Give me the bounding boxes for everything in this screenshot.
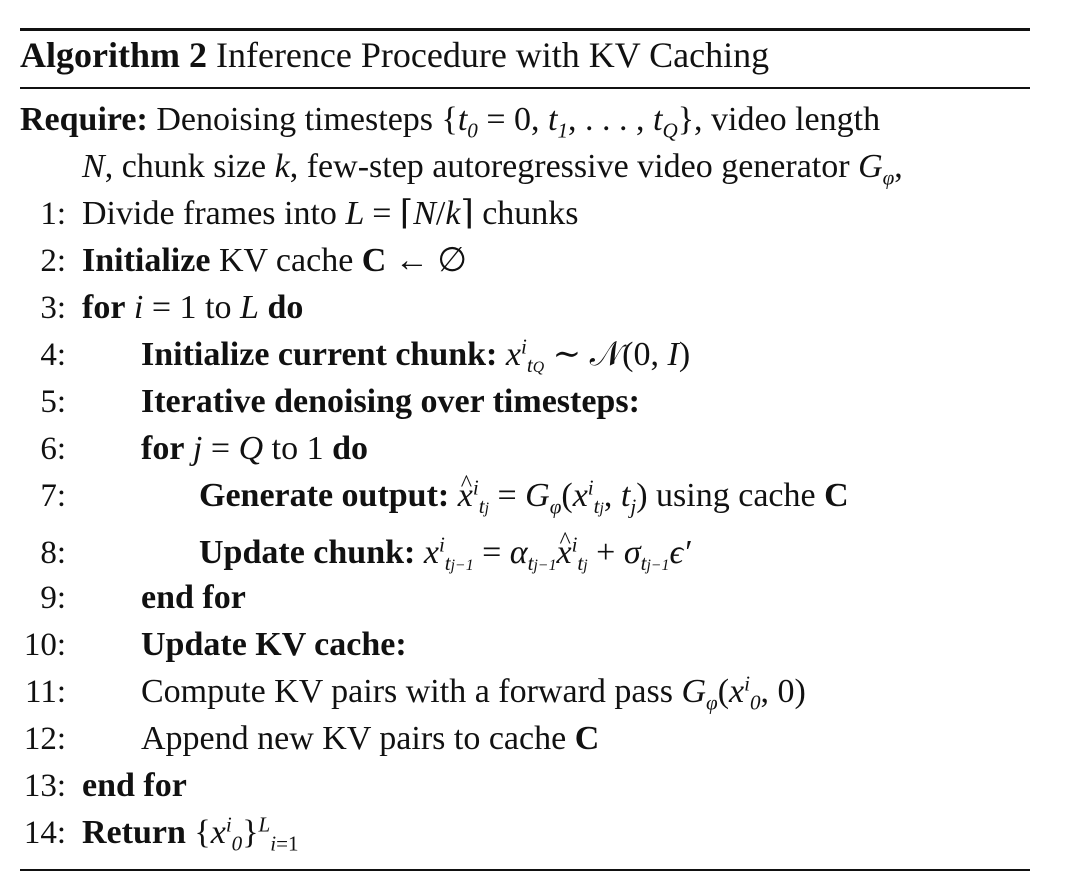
line-number: 2: <box>40 243 66 279</box>
line-number: 4: <box>40 337 66 373</box>
line-number: 10: <box>23 627 66 663</box>
require-text-1b: , video length <box>694 101 881 138</box>
line-6-keyword: for <box>141 430 185 467</box>
cache-symbol: C <box>824 477 849 514</box>
line-5-keyword: Iterative denoising over timesteps: <box>141 383 640 420</box>
title-rule <box>20 87 1030 89</box>
generate-output-math: xitj = Gφ(xitj, tj) <box>458 461 648 517</box>
require-text-2b: , few-step autoregressive video generato… <box>289 148 850 185</box>
init-chunk-math: xitQ ∼ 𝒩(0, I) <box>505 334 691 378</box>
line-9-keyword: end for <box>141 579 246 616</box>
algorithm-title-text: Inference Procedure with KV Caching <box>215 35 770 75</box>
update-chunk-math: xitj−1 = αtj−1xitj + σtj−1ϵ′ <box>424 518 691 574</box>
algorithm-title: Algorithm 2 Inference Procedure with KV … <box>20 30 769 80</box>
line-8-keyword: Update chunk: <box>199 534 416 571</box>
line-12-text: Append new KV pairs to cache <box>141 720 567 757</box>
timesteps-math: {t0 = 0, t1, . . . , tQ} <box>441 101 695 143</box>
line-11-text: Compute KV pairs with a forward pass <box>141 673 673 710</box>
line-number: 8: <box>40 535 66 571</box>
return-math: {xi0}Li=1 <box>194 812 299 856</box>
line-2-keyword: Initialize <box>82 242 211 279</box>
cache-math: C ← ∅ <box>361 242 467 279</box>
line-7-keyword: Generate output: <box>199 477 450 514</box>
line-3-keyword: for <box>82 289 126 326</box>
cache-symbol: C <box>574 720 600 757</box>
line-number: 5: <box>40 384 66 420</box>
k-math: k <box>274 148 290 185</box>
line-number: 7: <box>40 478 66 514</box>
forward-pass-math: Gφ(xi0, 0) <box>681 671 806 715</box>
line-14-keyword: Return <box>82 814 186 851</box>
algorithm-title-label: Algorithm 2 <box>20 35 207 75</box>
require-label: Require: <box>20 101 148 138</box>
loop-var-math: i = 1 <box>133 289 197 326</box>
line-number: 11: <box>25 674 66 710</box>
bottom-rule <box>20 869 1030 871</box>
line-number: 13: <box>23 768 66 804</box>
line-6-keyword-end: do <box>332 430 368 467</box>
line-3-keyword-end: do <box>267 289 304 326</box>
inner-loop-var-math: j = Q <box>192 430 264 467</box>
inner-loop-end-math: 1 <box>306 430 324 467</box>
line-10-keyword: Update KV cache: <box>141 626 407 663</box>
line-number: 6: <box>40 431 66 467</box>
chunk-count-math: L = ⌈N/k⌉ <box>345 195 474 232</box>
loop-end-math: L <box>240 289 259 326</box>
require-text-2a: , chunk size <box>104 148 267 185</box>
line-13-keyword: end for <box>82 767 187 804</box>
line-number: 9: <box>40 580 66 616</box>
line-2-text: KV cache <box>218 242 354 279</box>
require-text-1a: Denoising timesteps <box>156 101 434 138</box>
top-rule <box>20 28 1030 31</box>
line-7-text: using cache <box>656 477 816 514</box>
line-1-text-a: Divide frames into <box>82 195 337 232</box>
line-3-text: to <box>205 289 232 326</box>
line-number: 12: <box>23 721 66 757</box>
generator-math: Gφ <box>858 148 895 190</box>
line-6-text: to <box>271 430 299 467</box>
line-number: 14: <box>23 815 66 851</box>
n-math: N <box>82 148 105 185</box>
line-4-keyword: Initialize current chunk: <box>141 336 498 373</box>
line-number: 1: <box>40 196 66 232</box>
line-number: 3: <box>40 290 66 326</box>
line-1-text-b: chunks <box>482 195 579 232</box>
